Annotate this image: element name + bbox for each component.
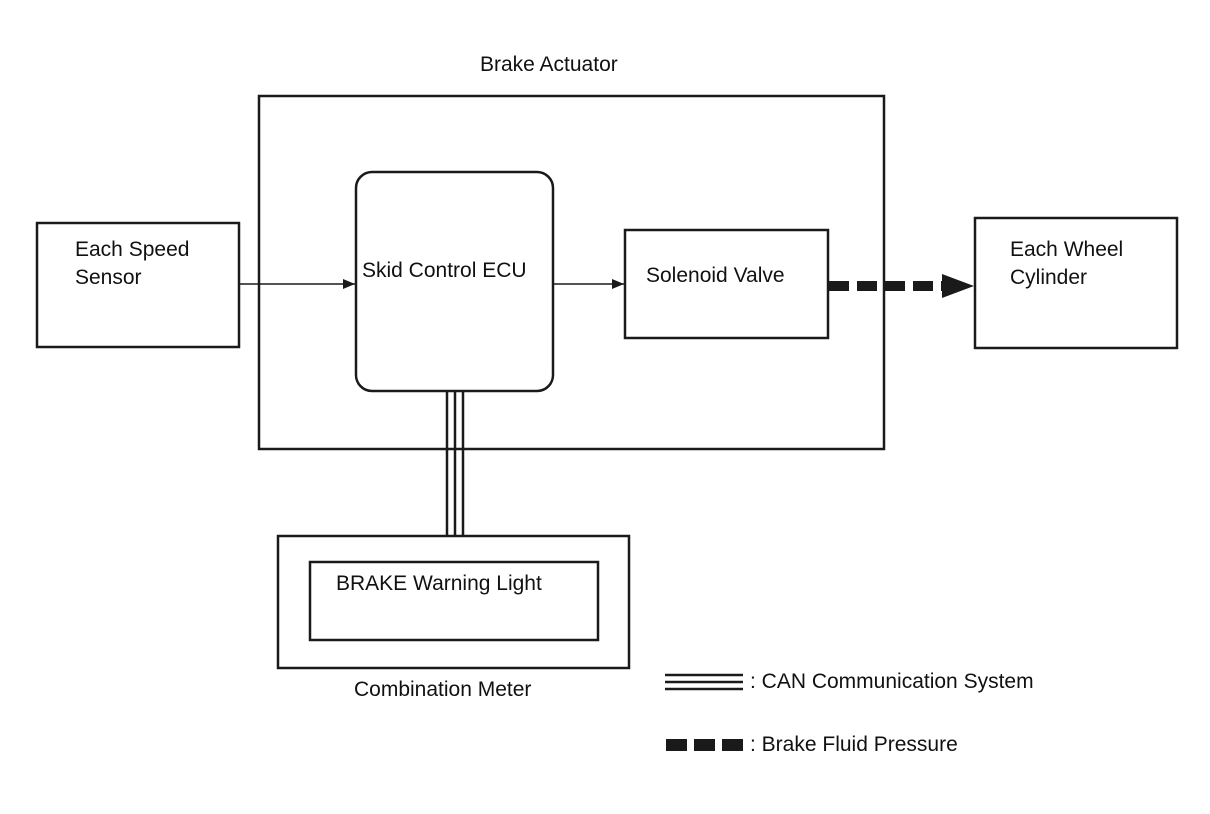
legend-pressure-symbol xyxy=(666,739,743,751)
legend-can-label: : CAN Communication System xyxy=(750,670,1034,693)
wheel-cylinder-label-line2: Cylinder xyxy=(1010,266,1088,289)
can-communication-line xyxy=(445,391,465,536)
speed-sensor-box xyxy=(35,221,241,349)
speed-sensor-label: Each Speed Sensor xyxy=(75,236,189,292)
legend-can-symbol xyxy=(665,673,743,691)
legend-pressure-label: : Brake Fluid Pressure xyxy=(750,733,958,756)
combination-meter-label: Combination Meter xyxy=(354,678,532,701)
brake-actuator-label: Brake Actuator xyxy=(480,53,618,76)
brake-warning-light-label: BRAKE Warning Light xyxy=(336,572,542,595)
speed-sensor-label-line1: Each Speed xyxy=(75,238,190,261)
wheel-cylinder-label-line1: Each Wheel xyxy=(1010,238,1124,261)
solenoid-valve-label: Solenoid Valve xyxy=(646,264,785,287)
fluid-pressure-arrow xyxy=(829,274,974,298)
skid-control-ecu-label: Skid Control ECU xyxy=(362,259,527,282)
brake-warning-light-box xyxy=(308,560,600,642)
speed-sensor-label-line2: Sensor xyxy=(75,266,142,289)
combination-meter-box xyxy=(276,534,631,670)
solenoid-valve-box xyxy=(623,228,830,340)
wheel-cylinder-box xyxy=(973,216,1179,350)
brake-actuator-box xyxy=(257,94,886,451)
wheel-cylinder-label: Each Wheel Cylinder xyxy=(1010,236,1123,292)
